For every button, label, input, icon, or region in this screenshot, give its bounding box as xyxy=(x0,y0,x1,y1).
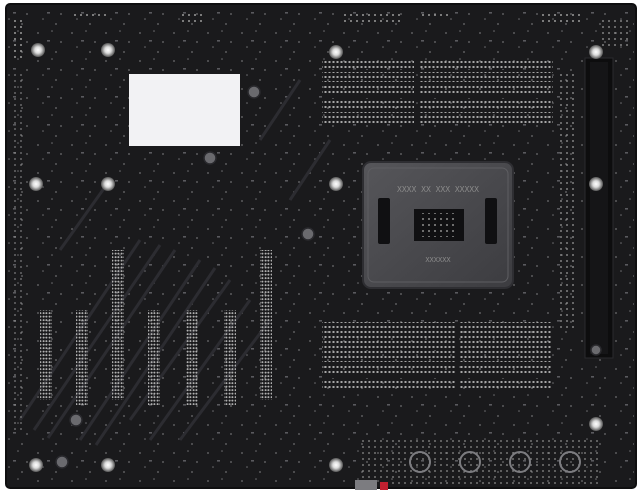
cpu-backplate-label-bottom: XXXXXX xyxy=(425,256,451,264)
left-edge-pins xyxy=(14,70,24,430)
white-sticker-label xyxy=(129,74,240,146)
right-component-column xyxy=(560,20,630,330)
dimm-slots-bottom xyxy=(322,322,553,388)
mounting-holes xyxy=(29,43,603,472)
standoff-screws xyxy=(55,85,602,469)
expansion-slot-pins xyxy=(40,250,272,405)
dimm-slots-top xyxy=(322,60,553,126)
cpu-backplate: XXXX XX XXX XXXXX XXXXXX xyxy=(362,161,514,289)
top-header-row xyxy=(10,10,580,60)
cpu-backplate-label-top: XXXX XX XXX XXXXX xyxy=(397,185,479,194)
red-accent-connector xyxy=(380,482,388,490)
bottom-io-area xyxy=(355,440,600,490)
